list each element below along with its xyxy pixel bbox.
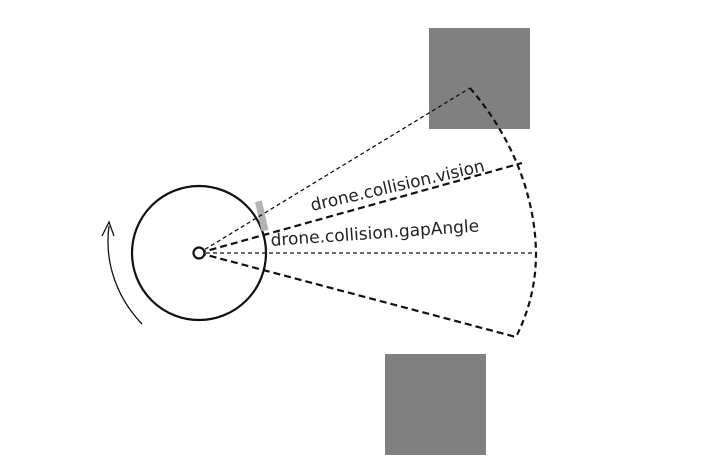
gap-angle-lower-edge — [198, 251, 517, 339]
obstacle-top — [429, 28, 530, 129]
vision-sector-upper-edge — [198, 87, 471, 254]
rotation-arrow — [107, 225, 143, 325]
gap-angle-marker — [254, 200, 269, 232]
gap-angle-label: drone.collision.gapAngle — [270, 216, 480, 251]
drone-center-point — [192, 246, 206, 260]
vision-label: drone.collision.vision — [309, 156, 487, 216]
gap-angle-upper-edge — [198, 161, 523, 255]
rotation-arrowhead-icon — [101, 220, 115, 237]
obstacle-bottom — [385, 354, 486, 455]
